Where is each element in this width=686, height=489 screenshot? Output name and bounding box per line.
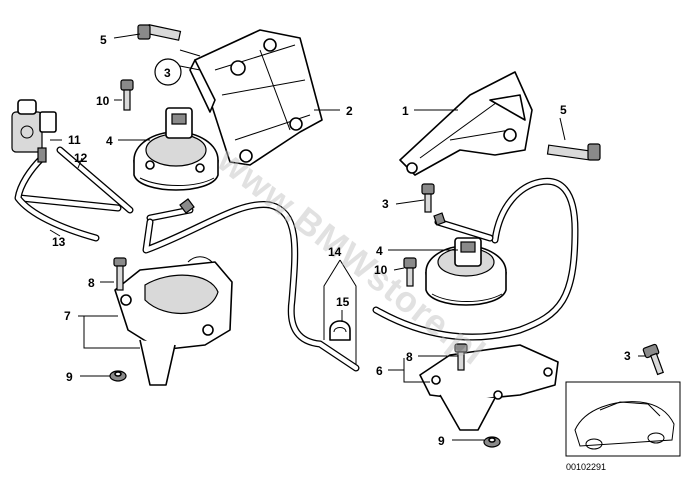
bolt-5-left [137, 24, 182, 41]
vacuum-hose [14, 146, 579, 372]
leader-lines [49, 33, 646, 441]
callout-9-right: 9 [438, 434, 445, 448]
diagram-code: 00102291 [566, 462, 606, 472]
left-engine-mount [133, 107, 219, 191]
callout-5-left: 5 [100, 33, 107, 47]
callout-11: 11 [68, 133, 81, 147]
bolt-3-right [421, 183, 435, 213]
callout-3-circle [154, 58, 182, 86]
callout-12: 12 [74, 151, 88, 165]
bolt-10-left [120, 79, 134, 111]
callout-labels: 5 3 2 10 4 11 12 13 8 7 9 1 5 3 4 10 14 … [52, 33, 631, 448]
bolt-5-right [546, 143, 601, 161]
callout-8-right: 8 [406, 350, 413, 364]
right-lower-bracket [419, 344, 559, 431]
bolt-3-inset [642, 343, 665, 376]
nut-9-left [109, 370, 127, 382]
callout-3-left: 3 [164, 66, 171, 80]
callout-7: 7 [64, 309, 71, 323]
bolt-8-right [454, 343, 468, 371]
left-lower-bracket [114, 256, 233, 386]
callout-10-right: 10 [374, 263, 388, 277]
callout-5-right: 5 [560, 103, 567, 117]
car-location-inset [565, 381, 681, 457]
right-engine-mount [425, 237, 507, 306]
callout-3-right: 3 [382, 197, 389, 211]
nut-9-right [483, 436, 501, 448]
right-support-bracket [399, 71, 533, 176]
bolt-8-left [113, 257, 127, 291]
callout-3-inset: 3 [624, 349, 631, 363]
callout-15: 15 [336, 295, 350, 309]
callout-9-left: 9 [66, 370, 73, 384]
callout-6: 6 [376, 364, 383, 378]
callout-1: 1 [402, 104, 409, 118]
callout-4-right: 4 [376, 244, 383, 258]
bolt-10-right [403, 257, 417, 287]
callout-8-left: 8 [88, 276, 95, 290]
hose-clip [329, 320, 351, 341]
callout-13: 13 [52, 235, 66, 249]
callout-14: 14 [328, 245, 342, 259]
callout-2: 2 [346, 104, 353, 118]
left-support-bracket [189, 29, 323, 166]
callout-4-left: 4 [106, 134, 113, 148]
callout-10-left: 10 [96, 94, 110, 108]
solenoid-valve [11, 99, 57, 163]
